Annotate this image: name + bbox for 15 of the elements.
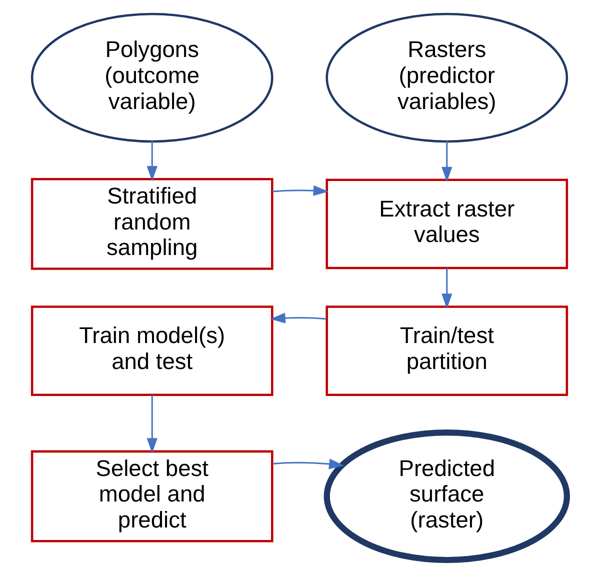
node-box: Train/test partition [325, 306, 568, 396]
node-box: Select best model and predict [30, 450, 273, 542]
node-ellipse: Predicted surface (raster) [323, 429, 570, 564]
arrow [146, 141, 157, 182]
arrow [272, 185, 328, 196]
arrow [441, 141, 452, 182]
node-box: Train model(s) and test [30, 306, 273, 396]
node-box: Stratified random sampling [30, 178, 273, 270]
node-ellipse: Rasters (predictor variables) [325, 12, 568, 143]
node-ellipse: Polygons (outcome variable) [30, 12, 273, 143]
arrow [270, 312, 326, 324]
arrow [441, 268, 452, 309]
arrow [272, 458, 344, 470]
arrow [146, 395, 157, 454]
node-box: Extract raster values [325, 178, 568, 270]
